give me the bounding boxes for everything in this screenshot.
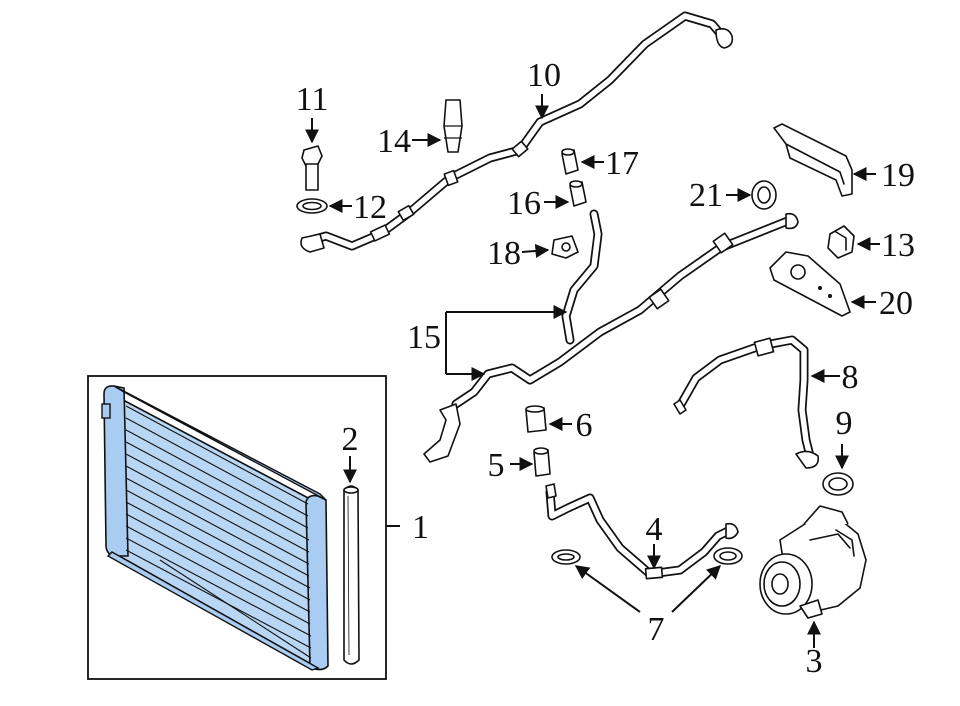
- hose-10: [300, 11, 734, 253]
- valve-core-5: [533, 447, 551, 477]
- hose-8: [673, 335, 820, 469]
- callout-14: 14: [377, 123, 411, 160]
- o-ring-21: [751, 180, 777, 210]
- callout-20: 20: [879, 285, 913, 322]
- leader-lines: [305, 94, 880, 648]
- callout-7: 7: [648, 611, 665, 648]
- callout-3: 3: [806, 643, 823, 680]
- condenser-left-tank: [103, 385, 129, 557]
- bracket-19: [773, 123, 853, 197]
- callout-21: 21: [689, 177, 723, 214]
- hose-4: [545, 483, 739, 580]
- callout-2: 2: [342, 421, 359, 458]
- hose-15: [423, 209, 799, 463]
- condenser-frame-box: [87, 375, 387, 680]
- clip-18: [551, 235, 579, 259]
- bolt-11: [301, 145, 323, 191]
- o-ring-12: [296, 198, 328, 214]
- callout-11: 11: [296, 81, 329, 118]
- callout-5: 5: [488, 447, 505, 484]
- valve-cap-17: [561, 148, 579, 175]
- callout-labels: 1 2 3 4 5 6 7 8 9 10 11 12 13 14 15 16 1…: [296, 57, 915, 680]
- bracket-20: [769, 251, 851, 317]
- valve-cap-16: [569, 180, 587, 207]
- valve-core-6: [525, 405, 547, 433]
- condenser-core: [107, 390, 319, 670]
- callout-17: 17: [605, 145, 639, 182]
- callout-13: 13: [881, 227, 915, 264]
- pressure-switch-14: [443, 99, 463, 153]
- compressor-3: [759, 505, 867, 619]
- callout-15: 15: [407, 319, 441, 356]
- callout-8: 8: [842, 359, 859, 396]
- receiver-drier: [343, 485, 360, 665]
- condenser-assembly: [87, 375, 387, 680]
- o-ring-7a: [551, 549, 581, 565]
- callout-9: 9: [836, 405, 853, 442]
- condenser-fins: [125, 405, 312, 659]
- callout-19: 19: [881, 157, 915, 194]
- callout-16: 16: [507, 185, 541, 222]
- callout-12: 12: [353, 189, 387, 226]
- condenser-right-tank: [305, 494, 329, 671]
- callout-4: 4: [646, 511, 663, 548]
- nut-13: [827, 225, 855, 259]
- o-ring-9: [822, 472, 854, 496]
- o-ring-7b: [713, 547, 743, 565]
- callout-10: 10: [527, 57, 561, 94]
- callout-6: 6: [576, 407, 593, 444]
- callout-18: 18: [487, 235, 521, 272]
- callout-1: 1: [412, 509, 429, 546]
